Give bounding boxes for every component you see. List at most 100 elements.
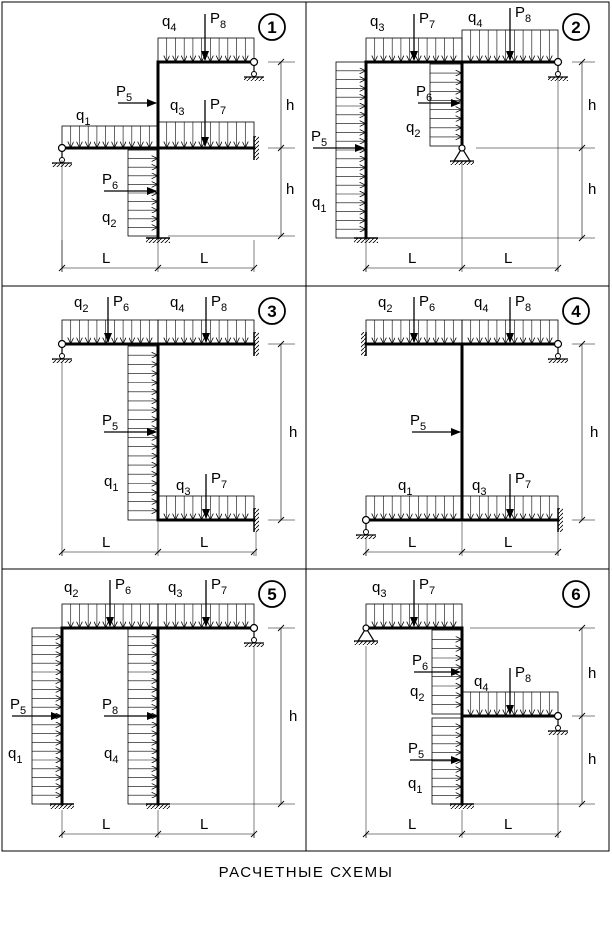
scheme-number-badge: 2: [562, 13, 590, 41]
distributed-load: [365, 495, 463, 521]
load-label: P5: [102, 412, 118, 433]
roller-support: [548, 57, 568, 81]
distributed-load: [61, 319, 159, 345]
distributed-load: [31, 627, 63, 805]
load-label: q3: [170, 97, 184, 118]
load-label: P8: [515, 293, 531, 314]
load-label: P6: [419, 293, 435, 314]
load-label: P6: [115, 576, 131, 597]
span-label: L: [408, 816, 416, 833]
load-label: q1: [8, 745, 22, 766]
span-label: L: [102, 534, 110, 551]
span-label: L: [504, 250, 512, 267]
scheme-number: 1: [267, 18, 276, 37]
load-label: P8: [102, 696, 118, 717]
height-label: h: [588, 751, 596, 768]
load-label: P7: [211, 576, 227, 597]
load-label: P6: [412, 652, 428, 673]
load-label: q2: [406, 119, 420, 140]
height-label: h: [289, 708, 297, 725]
load-label: q2: [64, 579, 78, 600]
scheme-number-badge: 6: [562, 580, 590, 608]
load-label: q1: [312, 194, 326, 215]
load-label: q3: [372, 579, 386, 600]
dimension-line: [277, 58, 285, 240]
scheme-grid: [1, 1, 610, 852]
height-label: h: [588, 665, 596, 682]
load-label: P7: [419, 576, 435, 597]
distributed-load: [431, 717, 463, 805]
sheet-caption: РАСЧЕТНЫЕ СХЕМЫ: [218, 864, 394, 881]
scheme-number-badge: 4: [562, 297, 590, 325]
load-label: P7: [210, 96, 226, 117]
roller-support: [52, 339, 72, 363]
height-label: h: [286, 181, 294, 198]
load-label: P5: [116, 83, 132, 104]
load-label: P6: [416, 83, 432, 104]
fixed-support: [253, 136, 259, 160]
load-label: q2: [102, 209, 116, 230]
distributed-load: [127, 345, 159, 521]
distributed-load: [429, 63, 463, 147]
fixed-support: [146, 803, 170, 809]
dimension-line: [578, 340, 586, 524]
span-label: L: [408, 250, 416, 267]
load-label: q3: [472, 477, 486, 498]
scheme-number: 4: [571, 302, 581, 321]
load-label: P8: [515, 4, 531, 25]
load-label: q1: [104, 473, 118, 494]
load-label: P5: [311, 128, 327, 149]
height-label: h: [588, 181, 596, 198]
dimension-line: [578, 58, 586, 242]
fixed-support: [50, 803, 74, 809]
height-label: h: [590, 424, 598, 441]
load-label: P8: [515, 664, 531, 685]
distributed-load: [461, 319, 559, 345]
roller-support: [356, 515, 376, 539]
height-label: h: [588, 97, 596, 114]
load-label: P6: [113, 293, 129, 314]
distributed-load: [461, 691, 559, 717]
distributed-load: [127, 627, 159, 805]
load-label: P5: [10, 696, 26, 717]
load-label: P5: [408, 740, 424, 761]
dimension-line: [277, 340, 285, 524]
load-label: q4: [170, 294, 184, 315]
load-label: q1: [408, 775, 422, 796]
scheme-number-badge: 5: [258, 580, 286, 608]
fixed-support: [253, 508, 259, 532]
span-label: L: [408, 534, 416, 551]
pin-support: [354, 624, 378, 645]
roller-support: [548, 339, 568, 363]
load-label: P6: [102, 171, 118, 192]
height-label: h: [289, 424, 297, 441]
dimension-line: [277, 624, 285, 808]
distributed-load: [127, 149, 159, 237]
scheme-number: 3: [267, 302, 276, 321]
load-label: q1: [76, 107, 90, 128]
distributed-load: [157, 121, 255, 149]
load-label: P7: [515, 470, 531, 491]
fixed-support: [557, 508, 563, 532]
load-label: q2: [74, 294, 88, 315]
load-label: P5: [410, 412, 426, 433]
load-label: q4: [468, 9, 482, 30]
roller-support: [244, 57, 264, 81]
distributed-load: [61, 125, 159, 149]
load-label: q3: [370, 13, 384, 34]
load-label: P8: [211, 293, 227, 314]
span-label: L: [102, 250, 110, 267]
span-label: L: [504, 534, 512, 551]
load-label: q1: [398, 477, 412, 498]
fixed-support: [450, 803, 474, 809]
span-label: L: [200, 534, 208, 551]
load-label: q4: [474, 294, 488, 315]
scheme-number: 6: [571, 585, 580, 604]
distributed-load: [335, 61, 367, 239]
